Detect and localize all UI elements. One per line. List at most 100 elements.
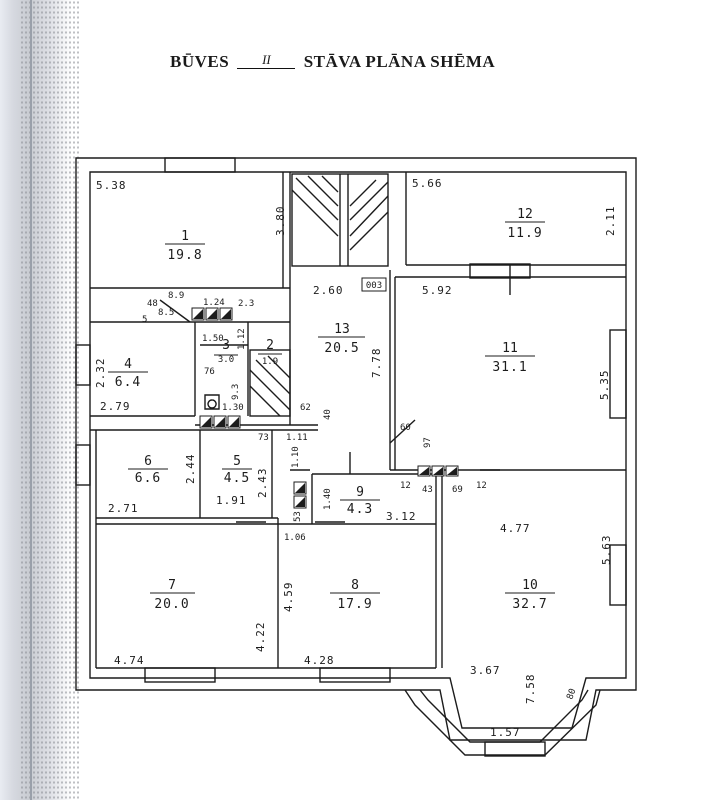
dim-label: 4.22 (254, 622, 267, 653)
dim-label: 3.80 (274, 206, 287, 237)
room-11-area: 31.1 (492, 360, 527, 375)
bay-window (404, 689, 601, 756)
room-1-area: 19.8 (167, 248, 202, 263)
room-7-area: 20.0 (154, 597, 189, 612)
dim-label: 4.28 (304, 654, 335, 667)
door (159, 299, 191, 323)
dim-label: 76 (204, 367, 215, 377)
outer-wall (75, 157, 637, 741)
stamp-box (361, 277, 387, 292)
dim-label: 12 (476, 481, 487, 491)
window (75, 444, 91, 486)
dim-label: 2.71 (108, 502, 139, 515)
window (469, 263, 531, 279)
dim-label: 3.12 (386, 510, 417, 523)
dim-label: 5 (142, 315, 147, 325)
dim-label: 1.30 (222, 403, 244, 413)
dim-label: 1.57 (490, 726, 521, 739)
title-word-buves: BŪVES (170, 52, 230, 71)
room-12-number: 12 (517, 207, 533, 222)
room-3-number: 3 (222, 338, 230, 353)
dim-label: 2.43 (256, 468, 269, 499)
window (319, 667, 391, 683)
dim-label: 9.3 (231, 384, 241, 400)
small-stair (249, 349, 291, 417)
room-3-area: 3.0 (218, 355, 234, 365)
room-8-number: 8 (351, 578, 359, 593)
dim-label: 3.67 (470, 664, 501, 677)
dim-label: 2.79 (100, 400, 131, 413)
window (164, 157, 236, 173)
room-6-number: 6 (144, 454, 152, 469)
dim-label: 1.11 (286, 433, 308, 443)
toilet (204, 394, 220, 410)
dim-label: 1.50 (202, 334, 224, 344)
dim-label: 5.38 (96, 179, 127, 192)
stamp-code: 003 (366, 281, 382, 291)
room-13-area: 20.5 (324, 341, 359, 356)
dim-label: 2.60 (313, 284, 344, 297)
room-10-number: 10 (522, 578, 538, 593)
page-title: BŪVES II STĀVA PLĀNA SHĒMA (170, 52, 530, 72)
dim-label: 5.92 (422, 284, 453, 297)
room-9-number: 9 (356, 485, 364, 500)
window (609, 329, 627, 419)
dim-label: 7.58 (524, 674, 537, 705)
dim-label: 5.66 (412, 177, 443, 190)
room-4-number: 4 (124, 357, 132, 372)
dim-label: 43 (422, 485, 433, 495)
stair-steps (291, 175, 389, 251)
dim-label: 2.32 (94, 358, 107, 389)
dim-label: 5.35 (598, 370, 611, 401)
room-2-area: 1.9 (262, 357, 278, 367)
dim-label: 4.77 (500, 522, 531, 535)
room-2-number: 2 (266, 338, 274, 353)
dim-label: 73 (258, 433, 269, 443)
dim-label: 8.9 (168, 291, 184, 301)
dim-label: 2.3 (238, 299, 254, 309)
dim-label: 48 (147, 299, 158, 309)
dim-label: 62 (300, 403, 311, 413)
small-stair-steps (249, 355, 291, 417)
dim-label: 2.44 (184, 454, 197, 485)
dim-label: 1.24 (203, 298, 225, 308)
floor-number-blank: II (237, 52, 296, 69)
room-8-area: 17.9 (337, 597, 372, 612)
dim-label: 97 (423, 437, 433, 448)
dim-label: 7.78 (370, 348, 383, 379)
room-7-number: 7 (168, 578, 176, 593)
dim-label: 4.74 (114, 654, 145, 667)
door (389, 419, 416, 444)
room-9-area: 4.3 (347, 502, 373, 517)
room-4-area: 6.4 (115, 375, 141, 390)
dim-label: 5.63 (600, 535, 613, 566)
dim-label: 8.5 (158, 308, 174, 318)
room-6-area: 6.6 (135, 471, 161, 486)
dim-label: 53 (293, 511, 303, 522)
window (75, 344, 91, 386)
room-5-area: 4.5 (224, 471, 250, 486)
room-12-area: 11.9 (507, 226, 542, 241)
dim-label: 12 (400, 481, 411, 491)
window (144, 667, 216, 683)
dim-label: 60 (400, 423, 411, 433)
page-edge (30, 0, 32, 800)
room-10-area: 32.7 (512, 597, 547, 612)
room-11-number: 11 (502, 341, 518, 356)
dim-label: 4.59 (282, 582, 295, 613)
window (609, 544, 627, 606)
dim-label: 1.06 (284, 533, 306, 543)
dim-label: 1.10 (291, 446, 301, 468)
dim-label: 69 (452, 485, 463, 495)
room-5-number: 5 (233, 454, 241, 469)
dim-label: 80 (565, 687, 578, 701)
dim-label: 1.40 (323, 488, 333, 510)
dim-label: 1.12 (237, 328, 247, 350)
dim-label: 2.11 (604, 206, 617, 237)
title-rest: STĀVA PLĀNA SHĒMA (303, 52, 496, 71)
window (484, 741, 546, 757)
dim-label: 1.91 (216, 494, 247, 507)
dim-label: 40 (323, 409, 333, 420)
room-1-number: 1 (181, 229, 189, 244)
